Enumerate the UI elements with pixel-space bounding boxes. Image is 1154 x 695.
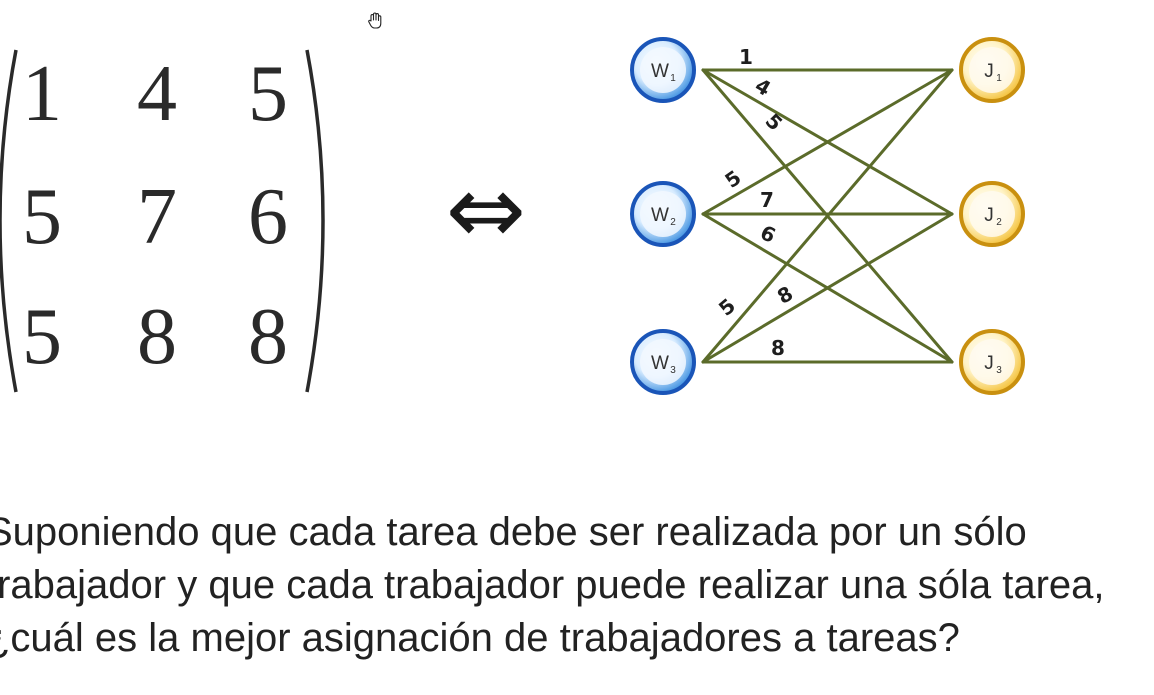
matrix-entry: 5 <box>248 50 288 138</box>
hand-cursor-icon <box>368 12 382 29</box>
edge-weight-label: 8 <box>773 281 797 309</box>
job-subscript: 2 <box>996 217 1002 228</box>
worker-label: W <box>651 353 669 374</box>
worker-subscript: 1 <box>670 73 676 84</box>
job-label: J <box>984 353 994 374</box>
assignment-question: Suponiendo que cada tarea debe ser reali… <box>0 506 1154 665</box>
matrix-entry: 8 <box>137 293 177 381</box>
job-label: J <box>984 61 994 82</box>
job-subscript: 1 <box>996 73 1002 84</box>
edge-weight-label: 5 <box>714 293 740 320</box>
matrix-entry: 1 <box>22 50 62 138</box>
edge-w3-j2 <box>701 212 954 364</box>
equivalence-arrow: ⇔ <box>446 154 526 266</box>
matrix-entry: 7 <box>137 173 177 261</box>
edge-weight-label: 6 <box>757 220 780 248</box>
edge-weight-label: 5 <box>761 109 788 136</box>
question-line: ¿cuál es la mejor asignación de trabajad… <box>0 616 960 660</box>
worker-label: W <box>651 205 669 226</box>
question-line: Suponiendo que cada tarea debe ser reali… <box>0 510 1027 554</box>
matrix-entry: 6 <box>248 173 288 261</box>
matrix-left-paren <box>0 49 18 393</box>
edge-w2-j1 <box>701 68 954 216</box>
edge-weight-label: 8 <box>771 336 785 360</box>
job-subscript: 3 <box>996 365 1002 376</box>
matrix-entry: 5 <box>22 173 62 261</box>
edge-w3-j1 <box>701 68 954 364</box>
worker-subscript: 2 <box>670 217 676 228</box>
edge-weight-label: 1 <box>739 45 753 69</box>
edge-weight-label: 4 <box>751 73 775 101</box>
edge-weight-label: 5 <box>720 165 745 193</box>
matrix-entry: 5 <box>22 293 62 381</box>
matrix-right-paren <box>305 49 325 393</box>
matrix-entry: 4 <box>137 50 177 138</box>
question-line: trabajador y que cada trabajador puede r… <box>0 563 1105 607</box>
worker-label: W <box>651 61 669 82</box>
matrix-entry: 8 <box>248 293 288 381</box>
job-label: J <box>984 205 994 226</box>
edge-weight-label: 7 <box>760 188 774 212</box>
worker-subscript: 3 <box>670 365 676 376</box>
